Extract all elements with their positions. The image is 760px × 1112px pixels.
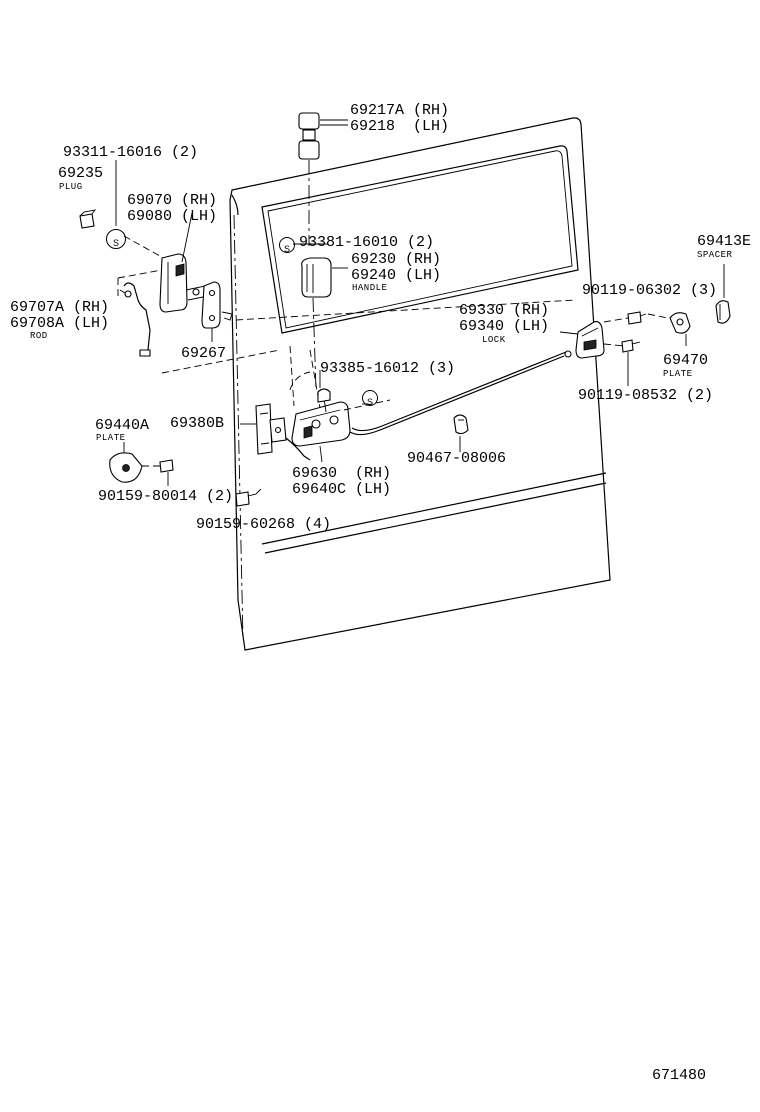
part-90119-08532 (621, 339, 641, 353)
label-69340: 69340 (LH) (459, 318, 550, 335)
label-69235: 69235 (58, 165, 104, 182)
label-69217A: 69217A (RH) (350, 102, 450, 119)
label-69070: 69070 (RH) (127, 192, 218, 209)
label-93385: 93385-16012 (3) (320, 360, 456, 377)
label-handle: HANDLE (352, 283, 388, 293)
label-69413E: 69413E (697, 233, 752, 250)
label-spacer: SPACER (697, 250, 733, 260)
label-69380B: 69380B (170, 415, 225, 432)
label-69080: 69080 (LH) (127, 208, 218, 225)
lock-cable (349, 355, 565, 436)
part-69070 (159, 253, 209, 313)
part-90159-80014 (159, 459, 174, 473)
part-69380B (255, 403, 287, 455)
label-90159-80014: 90159-80014 (2) (98, 488, 234, 505)
label-93381: 93381-16010 (2) (299, 234, 435, 251)
part-69330-lock (559, 321, 605, 359)
label-69440A: 69440A (95, 417, 150, 434)
label-90159-60268: 90159-60268 (4) (196, 516, 332, 533)
part-90119-06302 (627, 311, 647, 325)
part-90467-08006 (453, 414, 469, 435)
label-69640C: 69640C (LH) (292, 481, 392, 498)
part-90159-60268 (235, 491, 257, 507)
part-69470-plate (669, 312, 691, 334)
label-plate-2: PLATE (96, 433, 126, 443)
part-69413E-spacer (715, 300, 731, 324)
label-69708A: 69708A (LH) (10, 315, 110, 332)
label-90119-06302: 90119-06302 (3) (582, 282, 718, 299)
callout-s-2: S (279, 237, 295, 254)
label-rod: ROD (30, 331, 48, 341)
label-90119-08532: 90119-08532 (2) (578, 387, 714, 404)
label-69330: 69330 (RH) (459, 302, 550, 319)
part-69630-lock (291, 388, 351, 447)
label-69230: 69230 (RH) (351, 251, 442, 268)
label-69707A: 69707A (RH) (10, 299, 110, 316)
label-90467-08006: 90467-08006 (407, 450, 507, 467)
part-69230-handle (301, 257, 348, 298)
label-69630: 69630 (RH) (292, 465, 392, 482)
label-plug: PLUG (59, 182, 83, 192)
label-plate-1: PLATE (663, 369, 693, 379)
label-69240: 69240 (LH) (351, 267, 442, 284)
door-panel (229, 117, 611, 651)
part-69267 (201, 281, 233, 329)
part-69235-plug (79, 209, 97, 229)
figure-number: 671480 (652, 1067, 707, 1084)
label-69218: 69218 (LH) (350, 118, 450, 135)
part-69440A-plate (109, 452, 143, 483)
label-69267: 69267 (181, 345, 227, 362)
callout-s-1: S (106, 229, 126, 249)
part-69217A (298, 112, 348, 160)
label-93311: 93311-16016 (2) (63, 144, 199, 161)
label-69470: 69470 (663, 352, 709, 369)
label-lock: LOCK (482, 335, 506, 345)
part-69707A-rod (119, 282, 151, 357)
callout-s-3: S (362, 390, 378, 407)
